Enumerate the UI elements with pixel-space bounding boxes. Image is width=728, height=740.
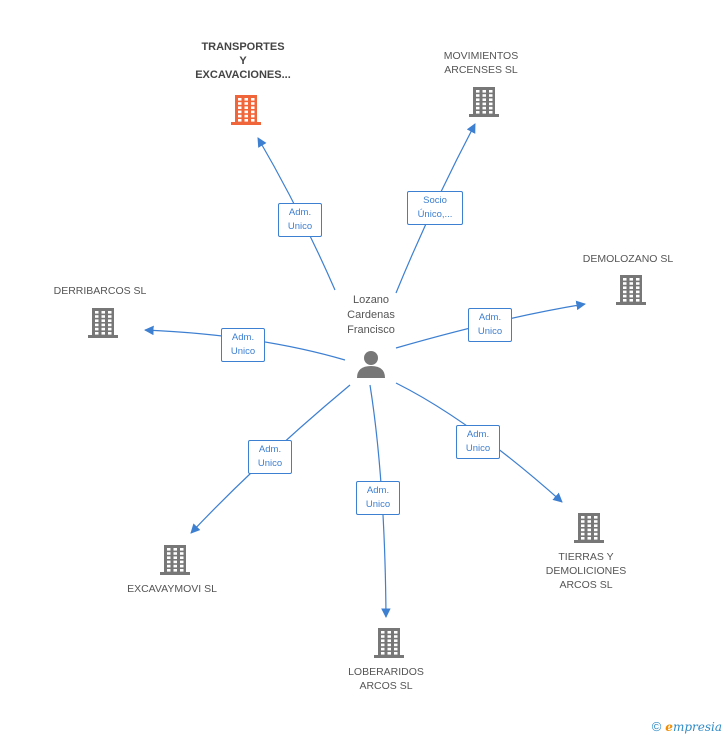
role-label-demolozano[interactable]: Adm. Unico <box>468 308 512 342</box>
role-label-excavaymovi[interactable]: Adm. Unico <box>248 440 292 474</box>
role-label-movimientos[interactable]: Socio Único,... <box>407 191 463 225</box>
building-icon[interactable] <box>616 275 646 305</box>
building-icon[interactable] <box>160 545 190 575</box>
building-icon[interactable] <box>469 87 499 117</box>
company-name-derribarcos[interactable]: DERRIBARCOS SL <box>53 285 147 297</box>
person-icon[interactable] <box>357 351 385 378</box>
building-icon[interactable] <box>574 513 604 543</box>
building-icon[interactable] <box>231 95 261 125</box>
brand-logo[interactable]: empresia <box>665 719 722 734</box>
person-name[interactable]: Lozano Cardenas Francisco <box>347 294 395 336</box>
company-name-transportes[interactable]: TRANSPORTES Y EXCAVACIONES... <box>195 41 291 81</box>
role-label-loberaridos[interactable]: Adm. Unico <box>356 481 400 515</box>
role-label-tierras[interactable]: Adm. Unico <box>456 425 500 459</box>
company-name-tierras[interactable]: TIERRAS Y DEMOLICIONES ARCOS SL <box>545 551 627 591</box>
role-label-derribarcos[interactable]: Adm. Unico <box>221 328 265 362</box>
company-name-movimientos[interactable]: MOVIMIENTOS ARCENSES SL <box>443 50 519 76</box>
building-icon[interactable] <box>88 308 118 338</box>
building-icon[interactable] <box>374 628 404 658</box>
role-label-transportes[interactable]: Adm. Unico <box>278 203 322 237</box>
company-name-loberaridos[interactable]: LOBERARIDOS ARCOS SL <box>348 666 424 692</box>
company-name-demolozano[interactable]: DEMOLOZANO SL <box>582 253 674 265</box>
footer: © empresia <box>652 719 722 734</box>
copyright-symbol: © <box>651 719 662 734</box>
company-name-excavaymovi[interactable]: EXCAVAYMOVI SL <box>127 583 217 595</box>
